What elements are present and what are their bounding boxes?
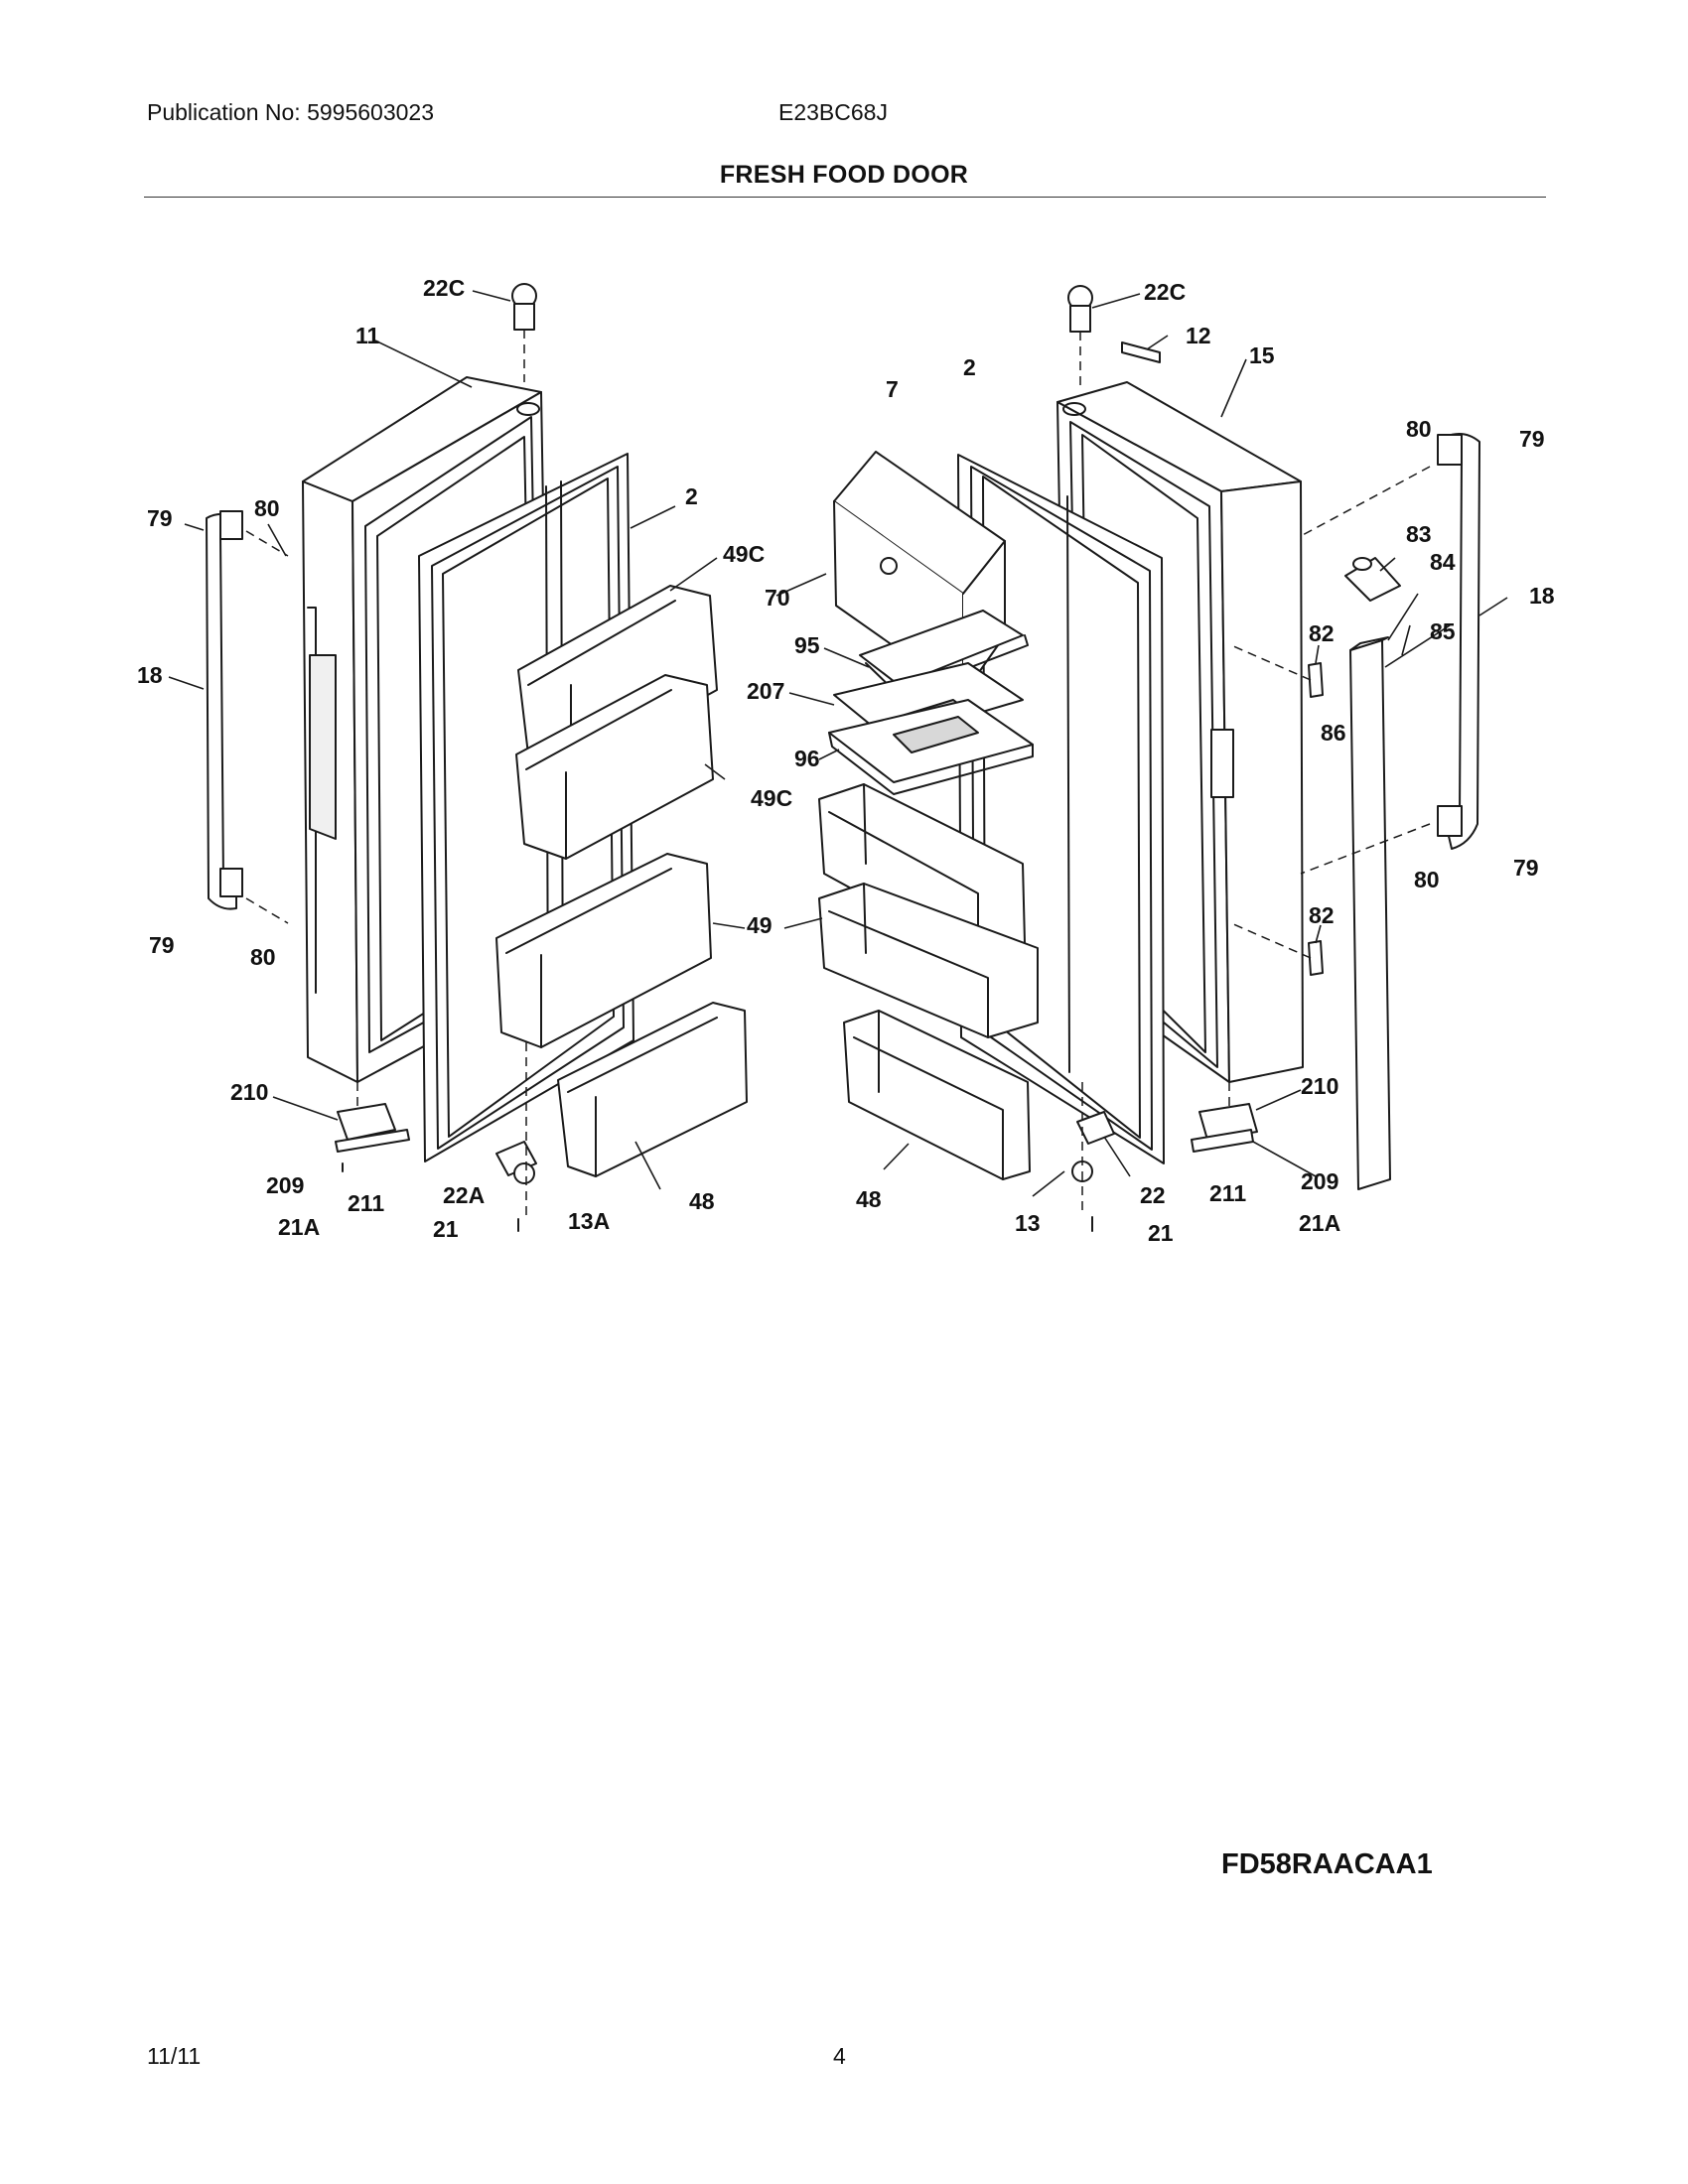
label-13a: 13A xyxy=(568,1208,610,1234)
exploded-parts-diagram: 22C 11 2 49C 79 80 18 70 95 207 96 49C 4… xyxy=(137,275,1555,1246)
label-15: 15 xyxy=(1249,342,1275,368)
label-82-upper: 82 xyxy=(1309,620,1335,646)
label-210-right: 210 xyxy=(1301,1073,1338,1099)
label-95: 95 xyxy=(794,632,820,658)
label-80-bottom-right: 80 xyxy=(1414,867,1440,892)
label-96: 96 xyxy=(794,746,820,771)
label-22: 22 xyxy=(1140,1182,1166,1208)
right-door-trim xyxy=(1308,557,1401,1190)
left-hinge-hardware xyxy=(335,283,537,1232)
left-handle xyxy=(206,510,243,910)
label-7: 7 xyxy=(886,376,899,402)
label-12: 12 xyxy=(1186,323,1211,348)
title-rule xyxy=(144,197,1546,198)
label-22c-left: 22C xyxy=(423,275,465,301)
label-18-right: 18 xyxy=(1529,583,1555,609)
page-title: FRESH FOOD DOOR xyxy=(719,161,969,189)
label-49c-upper: 49C xyxy=(723,541,765,567)
page-number: 4 xyxy=(833,2043,846,2069)
label-79-top-left: 79 xyxy=(147,505,173,531)
label-80-top-right: 80 xyxy=(1406,416,1432,442)
right-handle xyxy=(1437,432,1480,850)
label-211-left: 211 xyxy=(348,1190,384,1216)
label-48-left: 48 xyxy=(689,1188,715,1214)
revision-date: 11/11 xyxy=(147,2043,202,2069)
part-labels: 22C 11 2 49C 79 80 18 70 95 207 96 49C 4… xyxy=(137,275,1555,1246)
label-80-top-left: 80 xyxy=(254,495,280,521)
label-211-right: 211 xyxy=(1209,1180,1246,1206)
label-2-right: 2 xyxy=(963,354,976,380)
label-18-left: 18 xyxy=(137,662,163,688)
left-door-bins xyxy=(495,585,748,1177)
leader-lines xyxy=(168,290,1508,1197)
label-21a-left: 21A xyxy=(278,1214,320,1240)
assembly-lines xyxy=(245,330,1431,1221)
label-79-top-right: 79 xyxy=(1519,426,1545,452)
label-21-left: 21 xyxy=(433,1216,459,1242)
label-79-bottom-left: 79 xyxy=(149,932,175,958)
diagram-code: FD58RAACAA1 xyxy=(1221,1848,1433,1880)
right-hinge-hardware xyxy=(1067,285,1258,1232)
label-209-right: 209 xyxy=(1301,1168,1338,1194)
label-86: 86 xyxy=(1321,720,1346,746)
label-85: 85 xyxy=(1430,618,1456,644)
label-21-right: 21 xyxy=(1148,1220,1174,1246)
label-210-left: 210 xyxy=(230,1079,268,1105)
left-door-insulation-pad xyxy=(309,654,337,840)
label-49c-lower: 49C xyxy=(751,785,792,811)
label-80-bottom-left: 80 xyxy=(250,944,276,970)
publication-number: Publication No: 5995603023 xyxy=(147,99,435,125)
label-22c-right: 22C xyxy=(1144,279,1186,305)
label-82-lower: 82 xyxy=(1309,902,1335,928)
right-door-module xyxy=(828,451,1034,795)
label-11: 11 xyxy=(355,323,380,348)
label-79-bottom-right: 79 xyxy=(1513,855,1539,881)
label-83: 83 xyxy=(1406,521,1432,547)
label-21a-right: 21A xyxy=(1299,1210,1340,1236)
label-207: 207 xyxy=(747,678,784,704)
label-48-right: 48 xyxy=(856,1186,882,1212)
right-door-bins xyxy=(818,783,1039,1180)
label-70: 70 xyxy=(765,585,790,611)
model-number: E23BC68J xyxy=(778,99,888,125)
label-13: 13 xyxy=(1015,1210,1041,1236)
label-209-left: 209 xyxy=(266,1172,304,1198)
label-49: 49 xyxy=(747,912,773,938)
label-22a: 22A xyxy=(443,1182,485,1208)
label-84: 84 xyxy=(1430,549,1456,575)
label-2-left: 2 xyxy=(685,483,698,509)
